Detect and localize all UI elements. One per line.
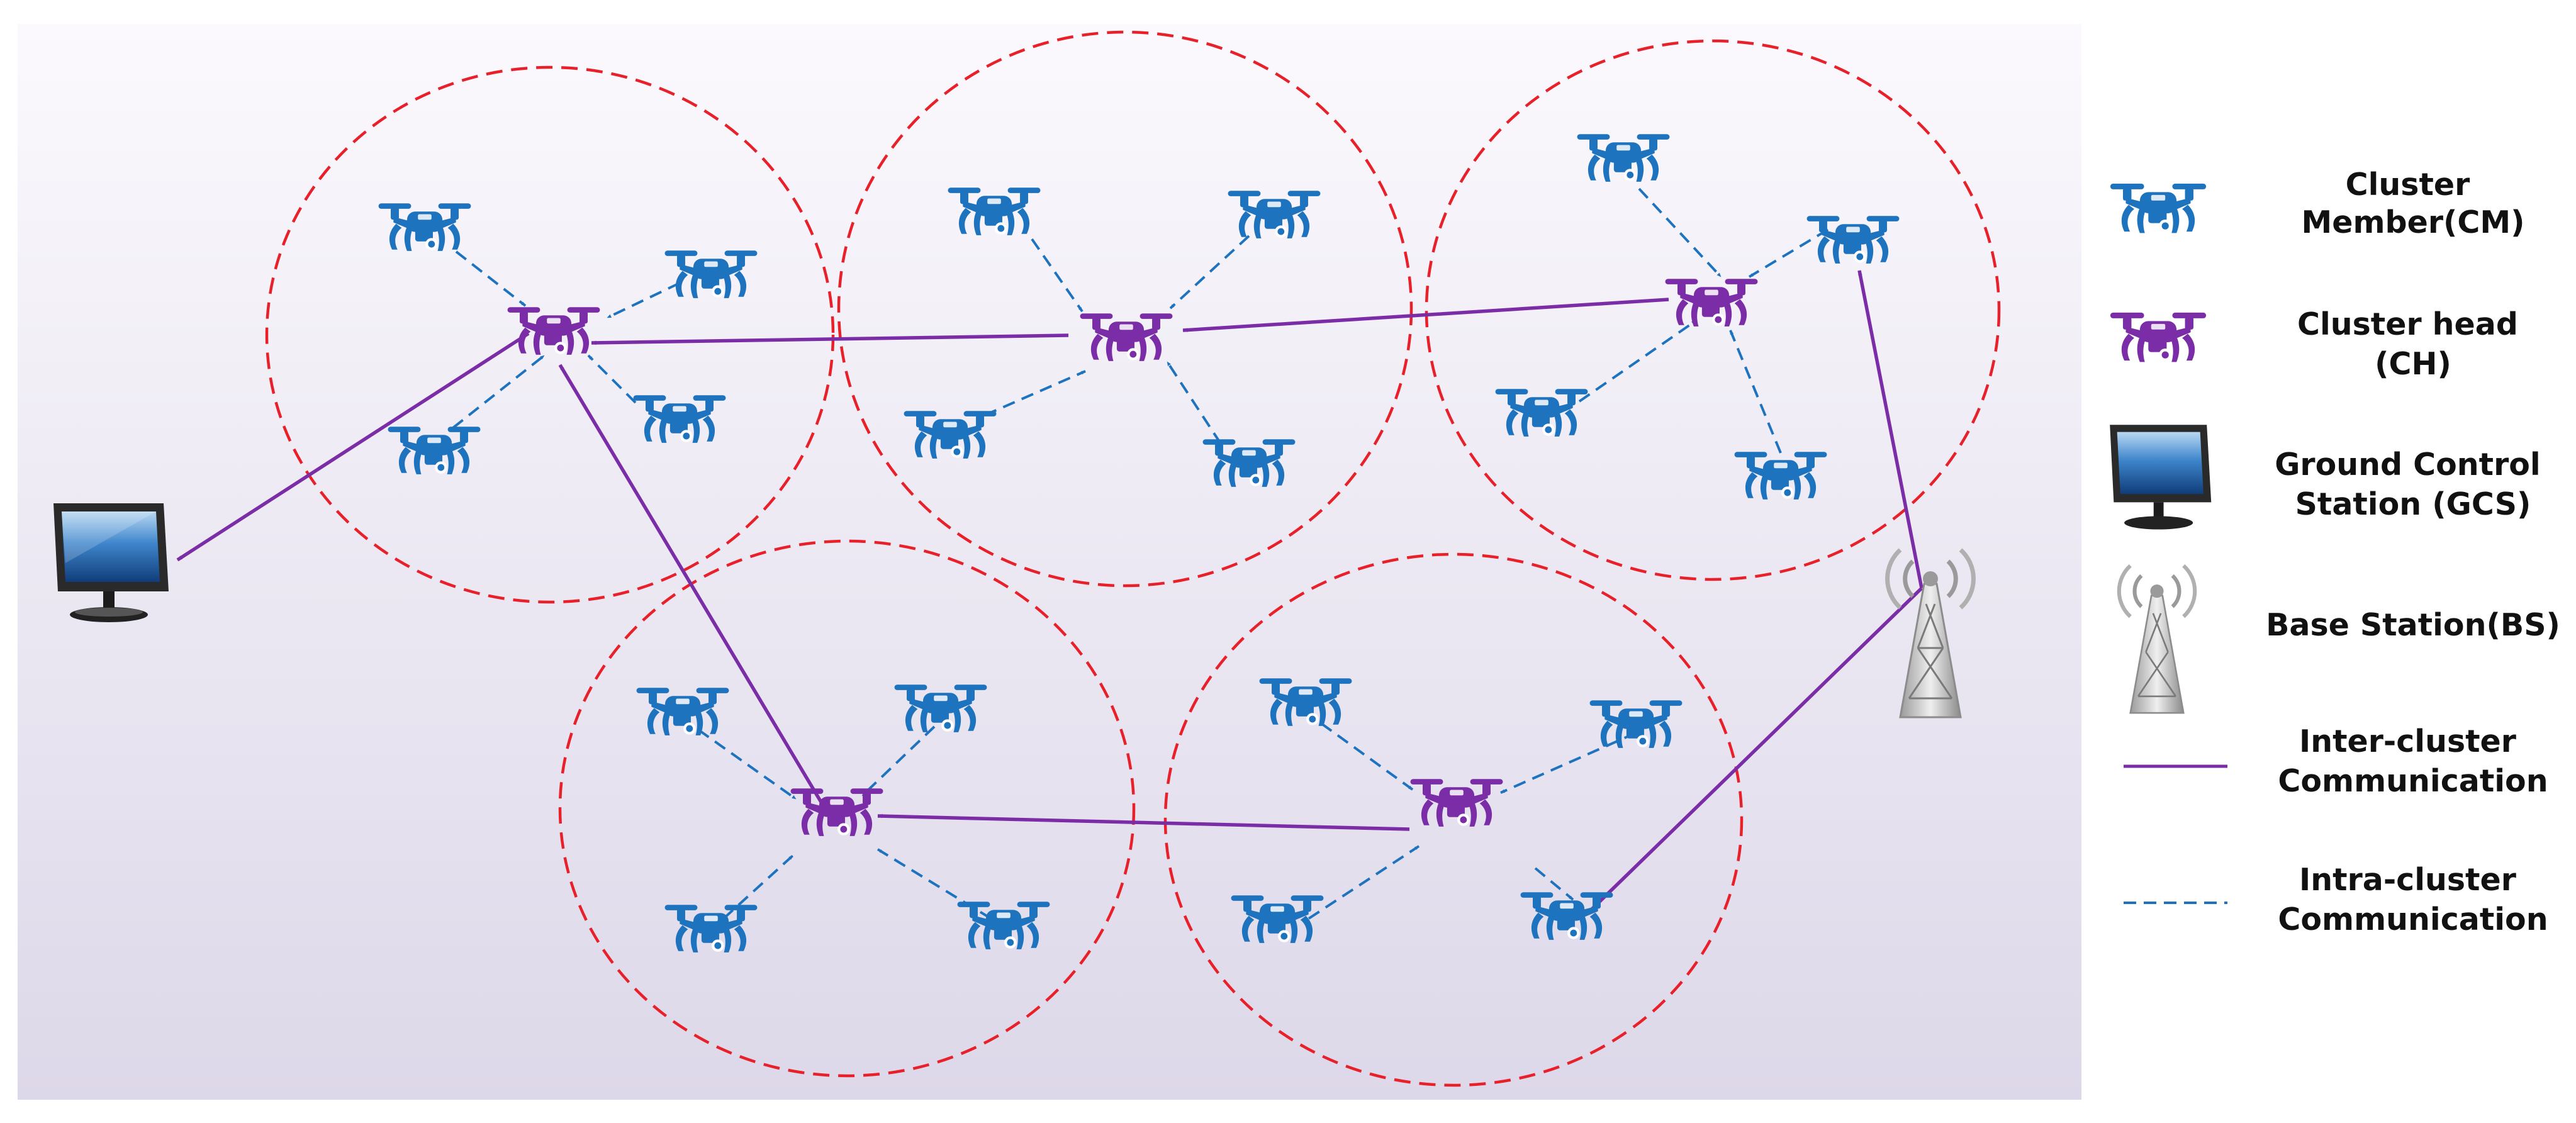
intra-cluster-link: [1169, 235, 1250, 310]
diagram-background: [18, 24, 2081, 1100]
cluster-boundary-2: [837, 30, 1413, 588]
legend-base-station: Base Station(BS): [2117, 564, 2560, 714]
intra-cluster-link: [455, 250, 527, 307]
inter-cluster-link: [591, 333, 1069, 345]
legend-cluster-head-label: Cluster head (CH): [2297, 306, 2529, 382]
legend-base-station-label: Base Station(BS): [2266, 607, 2560, 643]
legend-intra-cluster-label: Intra-cluster Communication: [2278, 862, 2548, 937]
intra-cluster-link: [587, 354, 637, 404]
cluster-boundaries: [265, 30, 2001, 1087]
intra-cluster-link: [607, 282, 680, 319]
inter-cluster-link: [1182, 298, 1669, 332]
legend-gcs: Ground Control Station (GCS): [2110, 425, 2551, 530]
inter-cluster-links: [176, 270, 1924, 910]
intra-cluster-link: [1500, 732, 1637, 794]
intra-cluster-link: [1578, 320, 1697, 403]
intra-cluster-link: [984, 370, 1086, 416]
legend-antenna-tower-icon: [2117, 564, 2197, 714]
intra-cluster-link: [1534, 867, 1574, 901]
intra-cluster-link: [1729, 330, 1782, 454]
legend: Cluster Member(CM) Cluster head (CH) Gro…: [2110, 167, 2560, 937]
cluster-boundary-5: [1163, 552, 1744, 1087]
inter-cluster-link: [558, 364, 823, 803]
cluster-boundary-4: [558, 539, 1136, 1078]
legend-inter-cluster-label: Inter-cluster Communication: [2278, 724, 2548, 799]
legend-monitor-icon: [2110, 425, 2212, 530]
intra-cluster-link: [1166, 360, 1222, 445]
inter-cluster-link: [1591, 587, 1923, 910]
base-station-antenna-tower-icon: [1885, 548, 1976, 718]
cluster-boundary-3: [1425, 39, 2001, 581]
inter-cluster-link: [877, 813, 1410, 831]
legend-gcs-label: Ground Control Station (GCS): [2275, 447, 2551, 522]
cluster-boundary-1: [265, 65, 835, 604]
gcs-monitor-icon: [53, 503, 169, 622]
inter-cluster-link: [176, 332, 530, 562]
legend-cluster-head: Cluster head (CH): [2110, 306, 2529, 382]
intra-cluster-link: [861, 725, 936, 797]
legend-cluster-head-drone-icon: [2110, 312, 2207, 362]
intra-cluster-link: [722, 854, 794, 920]
inter-cluster-link: [1857, 270, 1924, 589]
legend-cluster-member-label: Cluster Member(CM): [2301, 167, 2524, 240]
legend-cluster-member-drone-icon: [2110, 183, 2207, 233]
intra-cluster-link: [1748, 228, 1829, 278]
legend-cluster-member: Cluster Member(CM): [2110, 167, 2525, 240]
intra-cluster-link: [1031, 238, 1084, 313]
legend-inter-cluster: Inter-cluster Communication: [2124, 724, 2548, 799]
legend-intra-cluster: Intra-cluster Communication: [2124, 862, 2548, 937]
intra-cluster-link: [1308, 845, 1420, 920]
